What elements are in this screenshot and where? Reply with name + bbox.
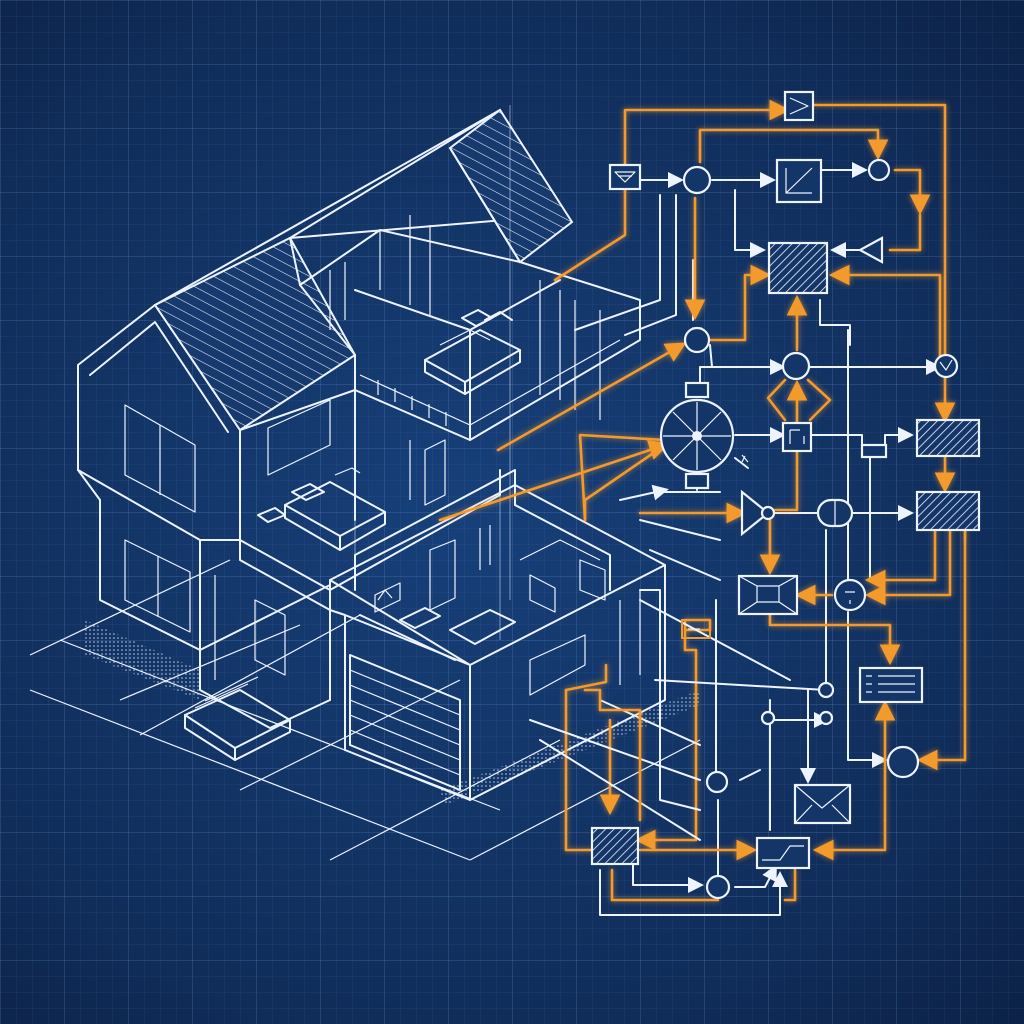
junction-left	[683, 326, 711, 354]
terminal-block	[860, 443, 888, 459]
junction-lower	[833, 578, 867, 612]
roof-gable	[448, 108, 574, 264]
ground-plane	[29, 559, 701, 861]
small-node-c	[818, 710, 834, 726]
envelope-block	[793, 783, 852, 825]
window-left-lower	[124, 539, 191, 633]
living-room	[354, 469, 611, 645]
porch-steps	[184, 676, 291, 761]
flow-orange-connectors	[583, 103, 967, 902]
buffer-amplifier	[740, 489, 770, 537]
flow-white-connectors	[529, 162, 942, 916]
junction-bottom	[705, 874, 731, 900]
gain-block-top	[775, 158, 823, 204]
signal-box-center	[781, 421, 813, 453]
bedroom-lower	[257, 467, 386, 551]
junction-bottom-right	[886, 745, 920, 779]
gravel-strip	[440, 690, 700, 805]
junction-mid-lower	[705, 770, 729, 794]
junction-top-right	[867, 158, 891, 182]
input-triangle-block	[783, 90, 815, 122]
source-block	[608, 163, 642, 191]
house-isometric	[77, 105, 666, 801]
garage	[329, 484, 666, 801]
small-node-b	[760, 710, 776, 726]
arrow-tick	[741, 454, 749, 463]
front-door	[254, 599, 286, 676]
garage-window	[529, 634, 586, 696]
hatched-output-lower	[915, 490, 981, 532]
window-front-upper	[267, 399, 331, 476]
hatched-output-upper	[915, 418, 981, 458]
hatched-processor-main	[767, 241, 829, 295]
junction-center	[781, 351, 811, 381]
amplifier-feedback	[857, 236, 884, 264]
mixer-valve	[659, 381, 735, 490]
step-block-bottom	[755, 836, 811, 870]
bedroom-upper	[424, 309, 521, 395]
hatched-processor-bottom	[590, 826, 640, 866]
gravel-bed	[85, 620, 200, 700]
window-left-upper	[124, 404, 196, 513]
flow-blocks	[590, 90, 981, 900]
small-node-a	[817, 681, 835, 699]
display-panel	[737, 574, 799, 616]
summing-junction-top	[682, 165, 712, 195]
buffer-node	[760, 505, 776, 521]
list-panel	[858, 666, 924, 704]
signal-box-orange	[681, 619, 711, 639]
junction-right	[933, 353, 959, 379]
